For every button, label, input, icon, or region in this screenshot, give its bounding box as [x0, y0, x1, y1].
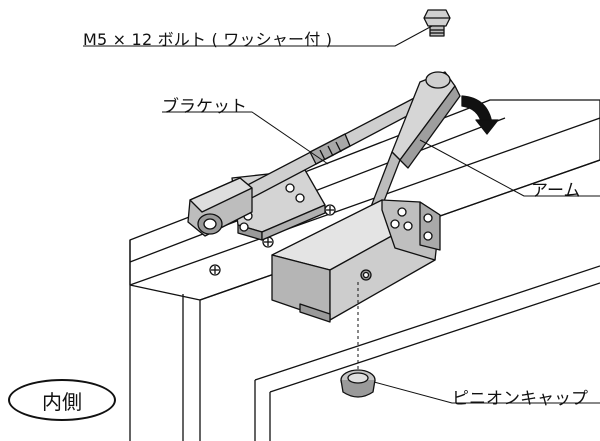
- closer-body: [271, 199, 441, 323]
- rod-end-joint: [187, 177, 253, 237]
- door-frame: [129, 99, 600, 441]
- arm-label: アーム: [531, 181, 581, 201]
- pinion-cap-label: ピニオンキャップ: [452, 389, 588, 409]
- bolt-label: M5 × 12 ボルト ( ワッシャー付 ): [83, 30, 333, 49]
- bracket-label: ブラケット: [162, 97, 247, 117]
- leader-lines: [83, 25, 600, 404]
- rotation-arrow: [461, 95, 499, 135]
- inside-label: 内側: [8, 379, 116, 421]
- pinion-cap: [340, 369, 376, 398]
- bolt: [423, 9, 451, 37]
